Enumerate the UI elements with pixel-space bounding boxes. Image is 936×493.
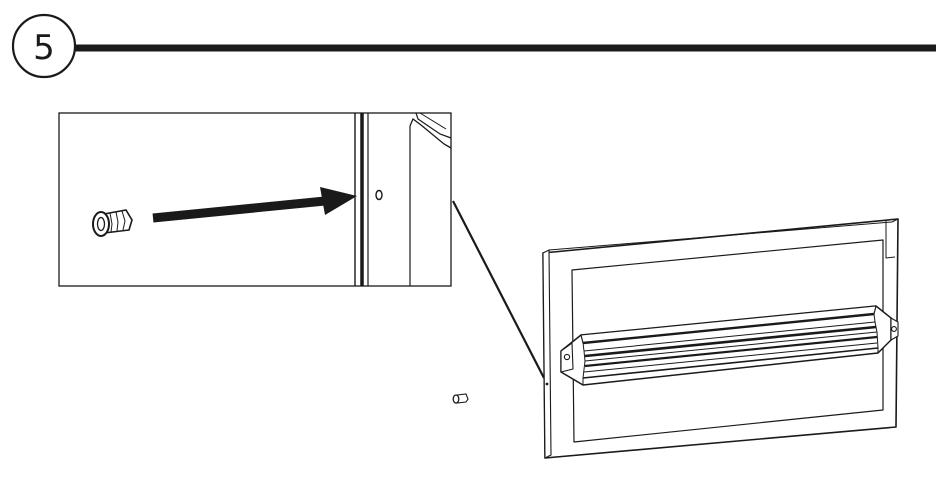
step-header: 5	[11, 13, 936, 79]
detail-leader-line	[452, 200, 545, 379]
step-number: 5	[33, 28, 55, 68]
detail-inset-frame	[58, 112, 452, 287]
light-bar	[560, 305, 899, 386]
wall-mounted-light-fixture	[542, 218, 899, 459]
wall-plug-icon	[92, 209, 133, 237]
insertion-arrow	[152, 187, 357, 223]
fixture-lens-frame	[571, 239, 884, 443]
fixture-side	[542, 249, 552, 459]
small-wall-plug-icon	[452, 393, 469, 404]
fixture-edge-closeup	[354, 112, 452, 286]
mounting-hole	[375, 189, 383, 201]
detail-inset	[58, 112, 452, 287]
